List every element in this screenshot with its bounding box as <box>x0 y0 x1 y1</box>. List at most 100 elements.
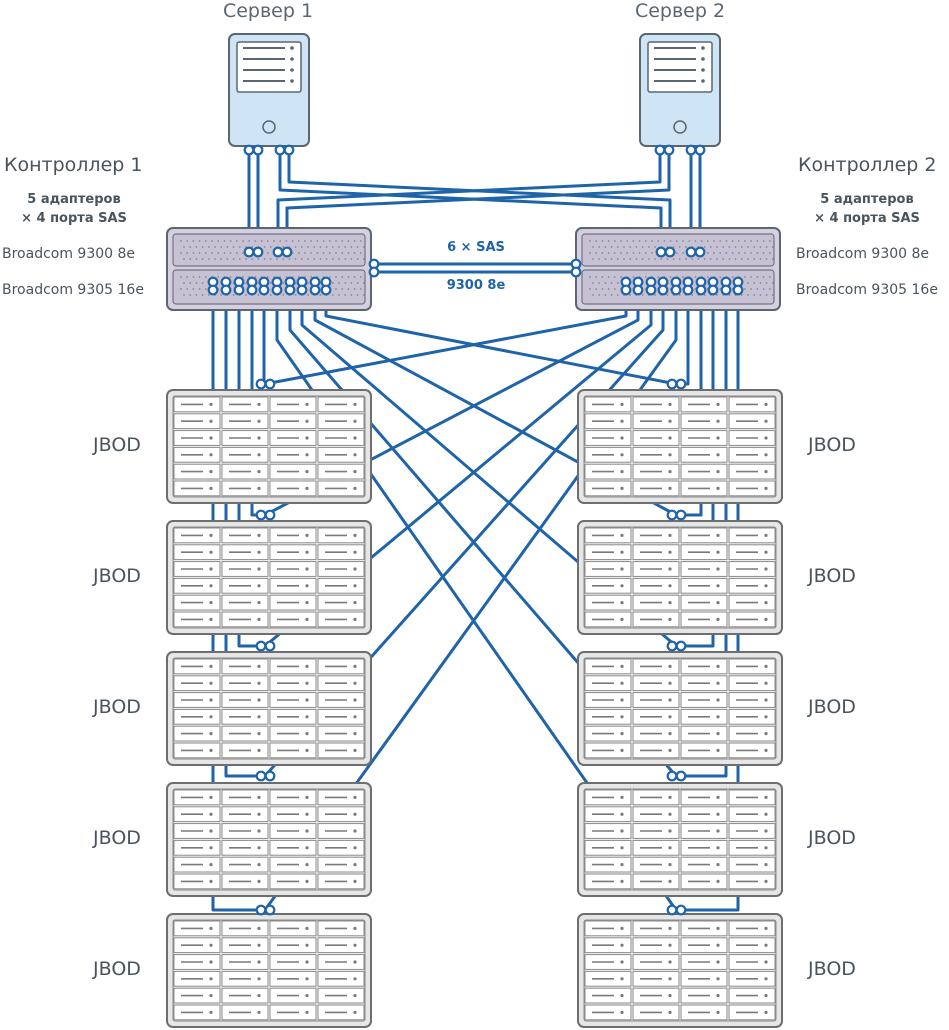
server-2-title: Сервер 2 <box>634 0 726 22</box>
drive-led <box>305 419 309 423</box>
jbod-right-5 <box>577 913 783 1028</box>
vent-hole <box>338 294 340 296</box>
vent-hole <box>328 252 331 254</box>
vent-hole <box>195 258 198 260</box>
drive-led <box>716 453 720 457</box>
vent-hole <box>335 240 337 242</box>
vent-hole <box>319 258 322 260</box>
jbod-left-3 <box>166 651 372 766</box>
vent-hole <box>651 252 653 254</box>
drive-led <box>620 926 624 931</box>
controller-1-sas-port <box>296 284 308 296</box>
drive-led <box>353 419 357 423</box>
vent-hole <box>319 294 322 296</box>
drive-led <box>305 863 309 867</box>
vent-hole <box>731 240 734 242</box>
drive-led <box>257 470 261 474</box>
drive-led <box>353 681 357 685</box>
vent-hole <box>235 240 238 242</box>
drive-led <box>257 698 261 702</box>
drive-led <box>716 470 720 474</box>
controller-1-adapter-bottom-label: Broadcom 9305 16e <box>2 282 144 298</box>
vent-hole <box>325 258 328 260</box>
vent-hole <box>186 252 189 254</box>
drive-led <box>620 977 624 981</box>
jbod-sas-port <box>666 770 678 782</box>
vent-hole <box>350 282 353 284</box>
vent-hole <box>251 258 254 260</box>
drive-led <box>620 617 624 622</box>
drive-led <box>764 994 768 998</box>
jbod-drive-panel <box>172 657 366 760</box>
drive-led <box>764 419 768 423</box>
vent-hole <box>338 246 340 248</box>
vent-hole <box>629 246 632 248</box>
vent-hole <box>260 240 263 242</box>
vent-hole <box>273 240 275 242</box>
vent-hole <box>632 240 635 242</box>
vent-hole <box>651 240 653 242</box>
drive-led <box>716 533 720 538</box>
vent-hole <box>694 240 697 242</box>
vent-hole <box>217 276 220 278</box>
vent-hole <box>737 240 740 242</box>
jbod-sas-port <box>264 770 276 782</box>
drive-led <box>353 994 357 998</box>
drive-led <box>716 617 720 622</box>
vent-hole <box>344 282 347 284</box>
vent-hole <box>310 276 313 278</box>
vent-hole <box>589 288 591 290</box>
vent-hole <box>635 246 638 248</box>
drive-led <box>209 960 213 964</box>
vent-hole <box>610 282 613 284</box>
server-2-power-button <box>673 120 687 134</box>
drive-led <box>305 617 309 622</box>
vent-hole <box>183 246 185 248</box>
drive-led <box>716 436 720 440</box>
vent-hole <box>263 246 266 248</box>
drive-led <box>620 584 624 588</box>
drive-led <box>764 470 768 474</box>
vent-hole <box>706 252 709 254</box>
vent-hole <box>657 276 660 278</box>
vent-hole <box>356 246 359 248</box>
vent-hole <box>654 258 656 260</box>
vent-hole <box>353 276 356 278</box>
vent-hole <box>269 282 272 284</box>
vent-hole <box>279 240 282 242</box>
vent-hole <box>341 240 344 242</box>
vent-hole <box>604 294 607 296</box>
drive-led <box>353 436 357 440</box>
vent-hole <box>180 276 182 278</box>
vent-hole <box>589 276 591 278</box>
drive-led <box>620 436 624 440</box>
drive-led <box>305 715 309 719</box>
drive-led <box>668 812 672 816</box>
vent-hole <box>644 240 647 242</box>
jbod-drive-panel <box>583 788 777 891</box>
drive-led <box>209 550 213 554</box>
vent-hole <box>288 258 291 260</box>
vent-hole <box>647 258 650 260</box>
drive-led <box>305 943 309 947</box>
drive-led <box>668 732 672 736</box>
vent-hole <box>223 252 226 254</box>
vent-hole <box>716 294 718 296</box>
vent-hole <box>189 282 192 284</box>
drive-led <box>305 453 309 457</box>
vent-hole <box>257 294 260 296</box>
vent-hole <box>362 294 365 296</box>
vent-hole <box>678 258 681 260</box>
drive-led <box>353 846 357 850</box>
drive-led <box>620 486 624 490</box>
vent-hole <box>728 258 731 260</box>
vent-hole <box>220 246 223 248</box>
drive-led <box>716 486 720 490</box>
drive-led <box>716 584 720 588</box>
vent-hole <box>740 246 743 248</box>
controller-2-adapter-count: 5 адаптеров <box>820 192 914 207</box>
vent-hole <box>632 276 635 278</box>
vent-hole <box>765 282 768 284</box>
drive-led <box>209 533 213 538</box>
drive-led <box>668 567 672 571</box>
